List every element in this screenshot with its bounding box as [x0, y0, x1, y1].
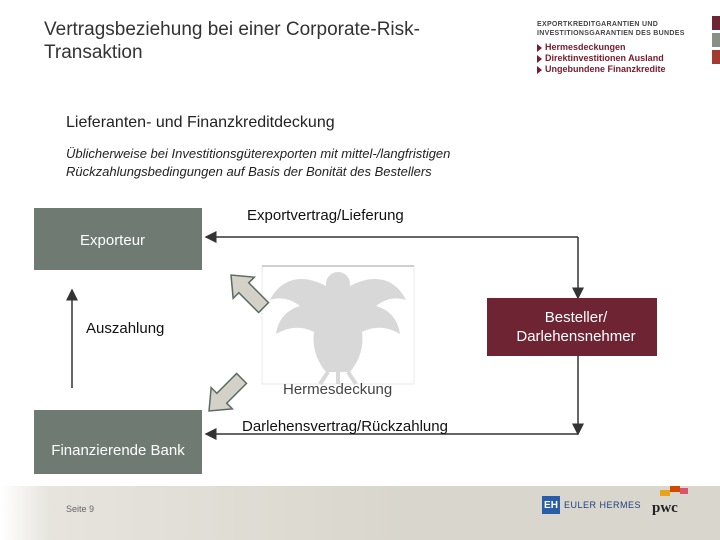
darlehensvertrag-label: Darlehensvertrag/Rückzahlung	[242, 418, 448, 435]
section-description: Üblicherweise bei Investitionsgüterexpor…	[66, 146, 451, 179]
side-tab-1	[712, 16, 720, 30]
side-tabs	[712, 16, 720, 67]
side-tab-2	[712, 33, 720, 47]
hermesdeckung-label: Hermesdeckung	[283, 381, 393, 398]
connector-darlehensvertrag	[204, 356, 584, 440]
block-arrow-to-bank	[208, 372, 248, 412]
triangle-bullet-icon	[537, 54, 542, 63]
pwc-logo: pwc	[652, 486, 688, 516]
footer-bar	[0, 486, 720, 540]
page-number: Seite 9	[66, 504, 95, 514]
euler-hermes-text: EULER HERMES	[564, 500, 642, 510]
pwc-text: pwc	[652, 500, 678, 516]
logo-item-hermesdeckungen: Hermesdeckungen	[537, 42, 707, 53]
logo-item-direktinvestitionen: Direktinvestitionen Ausland	[537, 53, 707, 64]
block-arrow-to-exporteur	[230, 274, 270, 314]
euler-hermes-logo: EH EULER HERMES	[542, 496, 641, 514]
logo-item-ungebundene: Ungebundene Finanzkredite	[537, 64, 707, 75]
logo-line-2: INVESTITIONSGARANTIEN DES BUNDES	[537, 30, 685, 37]
exportvertrag-label: Exportvertrag/Lieferung	[247, 207, 404, 224]
exporteur-box: Exporteur	[34, 208, 202, 270]
eh-mark-icon: EH	[542, 496, 560, 514]
triangle-bullet-icon	[537, 43, 542, 52]
triangle-bullet-icon	[537, 65, 542, 74]
bank-box: Finanzierende Bank	[34, 410, 202, 474]
section-subtitle: Lieferanten- und Finanzkreditdeckung	[66, 114, 335, 131]
bank-label: Finanzierende Bank	[51, 441, 185, 459]
connector-exportvertrag	[204, 231, 584, 300]
logo-line-1: EXPORTKREDITGARANTIEN UND	[537, 21, 659, 28]
besteller-label: Besteller/ Darlehensnehmer	[516, 309, 636, 345]
brand-logo: EXPORTKREDITGARANTIEN UND INVESTITIONSGA…	[537, 20, 707, 75]
besteller-box: Besteller/ Darlehensnehmer	[487, 298, 657, 356]
side-tab-3	[712, 50, 720, 64]
eagle-emblem	[261, 265, 415, 386]
page-title: Vertragsbeziehung bei einer Corporate-Ri…	[44, 19, 420, 63]
pwc-blocks-icon	[660, 486, 688, 496]
exporteur-label: Exporteur	[80, 232, 146, 249]
auszahlung-label: Auszahlung	[86, 320, 165, 337]
